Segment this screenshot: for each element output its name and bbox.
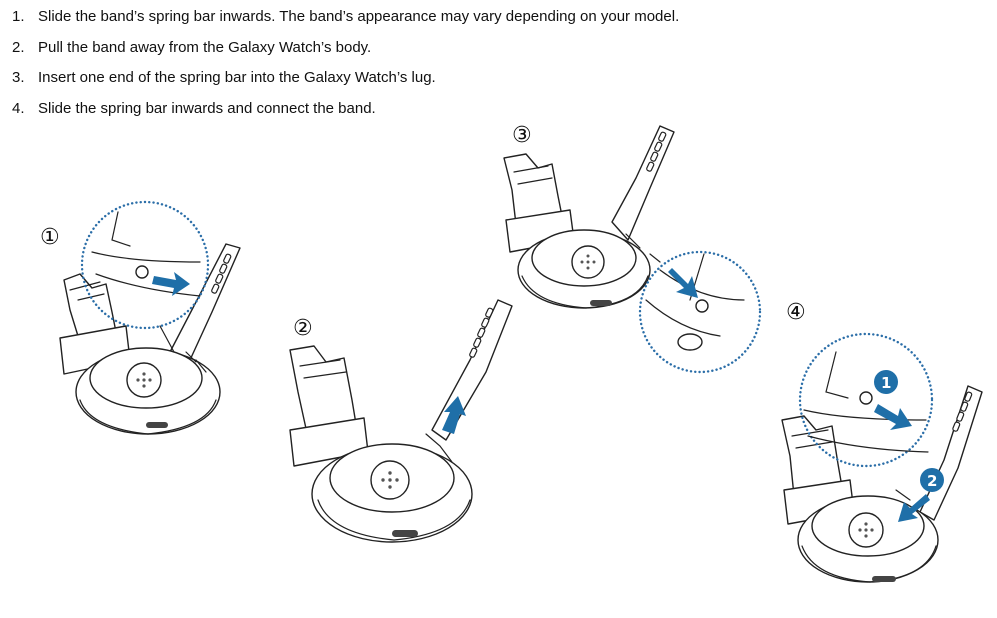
figure-marker-1: ① — [40, 225, 60, 250]
band-holes — [211, 253, 232, 294]
slide-inwards-arrow-icon — [874, 404, 912, 430]
band-holes — [469, 307, 494, 358]
figure-3-watch — [503, 125, 762, 374]
zoom-circle — [80, 200, 210, 330]
figure-2-watch — [289, 299, 513, 543]
zoom-circle — [798, 332, 934, 468]
figure-4-watch: 1 2 — [781, 332, 983, 583]
figure-marker-3: ③ — [512, 123, 532, 148]
figure-marker-4: ④ — [786, 300, 806, 325]
insert-arrow-icon — [668, 268, 698, 298]
zoom-circle — [638, 250, 762, 374]
band-holes — [952, 391, 973, 432]
figure-marker-2: ② — [293, 316, 313, 341]
sub-step-badge-2 — [920, 468, 944, 492]
sub-step-badge-1-label: 1 — [881, 374, 891, 392]
connect-arrow-icon — [898, 494, 930, 522]
figure-1-watch — [59, 200, 241, 435]
band-holes — [646, 131, 667, 172]
instruction-step-2: 2.Pull the band away from the Galaxy Wat… — [12, 39, 372, 56]
sub-step-badge-2-label: 2 — [927, 472, 937, 490]
pull-up-arrow-icon — [442, 396, 466, 434]
instruction-step-1: 1.Slide the band’s spring bar inwards. T… — [12, 8, 680, 25]
instruction-step-3: 3.Insert one end of the spring bar into … — [12, 69, 436, 86]
instruction-step-4: 4.Slide the spring bar inwards and conne… — [12, 100, 376, 117]
slide-arrow-icon — [152, 272, 190, 296]
sub-step-badge-1 — [874, 370, 898, 394]
